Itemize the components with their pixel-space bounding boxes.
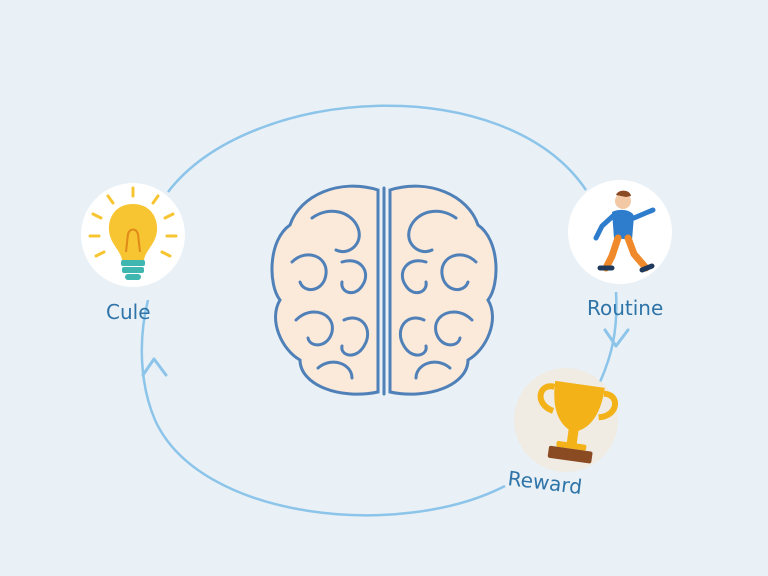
loop-arrow-left [141, 357, 168, 377]
walking-person-icon [593, 190, 656, 273]
cue-label: Cule [106, 300, 151, 324]
lightbulb-icon [88, 186, 178, 280]
loop-arrow-right [603, 328, 630, 348]
brain-icon [270, 184, 498, 396]
loop-arc-bottom [140, 299, 506, 517]
reward-node [514, 368, 618, 472]
cue-node [81, 183, 185, 287]
routine-label: Routine [587, 296, 664, 320]
loop-arc-top [167, 104, 588, 193]
trophy-icon [537, 380, 618, 464]
routine-node [568, 180, 672, 284]
loop-ring [140, 104, 630, 517]
